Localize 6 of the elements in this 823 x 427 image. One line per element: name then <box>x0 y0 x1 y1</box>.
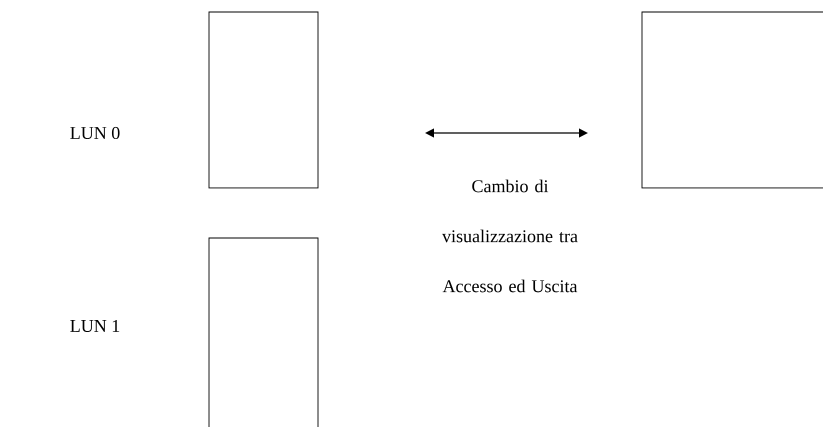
row-label: LUN 0 <box>70 126 120 140</box>
empty-box <box>208 12 318 188</box>
description-text: Cambio di visualizzazione tra Accesso ed Uscita <box>442 180 578 292</box>
empty-box <box>208 238 318 427</box>
row-label: LUN 1 <box>70 320 120 332</box>
empty-box <box>642 12 823 188</box>
